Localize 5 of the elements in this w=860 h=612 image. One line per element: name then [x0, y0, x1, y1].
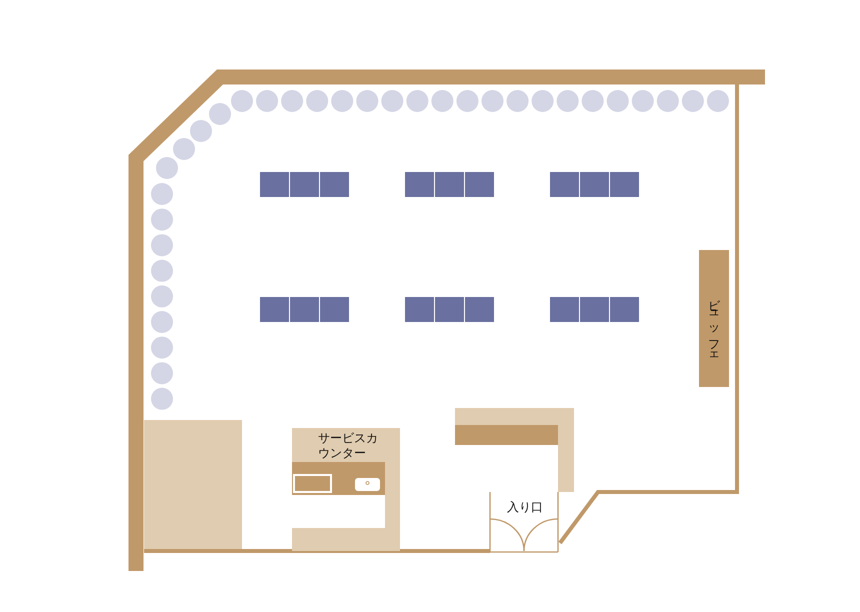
room-label: ビュッフェ	[706, 290, 721, 360]
counter-area	[292, 428, 400, 551]
room-label: サービスカウンター	[318, 431, 379, 461]
buffet-counter	[699, 250, 729, 387]
room-label: 入り口	[507, 500, 543, 515]
